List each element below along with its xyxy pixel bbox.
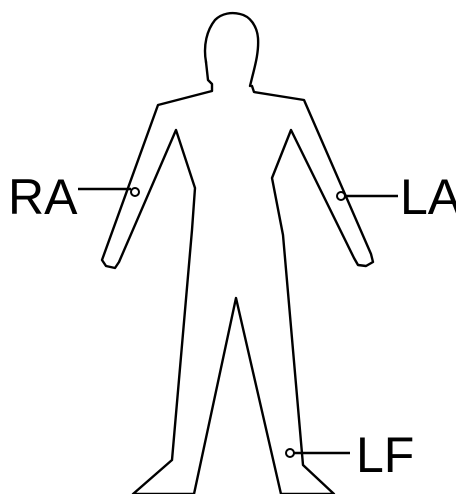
electrode-ra-group: RA <box>8 169 139 225</box>
electrode-lf-group: LF <box>286 427 414 483</box>
ra-electrode-dot <box>131 188 139 196</box>
la-label: LA <box>400 169 456 225</box>
ra-label: RA <box>8 169 78 225</box>
head-outline <box>205 13 258 86</box>
la-electrode-dot <box>337 192 345 200</box>
lf-label: LF <box>356 427 414 483</box>
body-outline <box>102 62 373 494</box>
lf-electrode-dot <box>286 449 294 457</box>
